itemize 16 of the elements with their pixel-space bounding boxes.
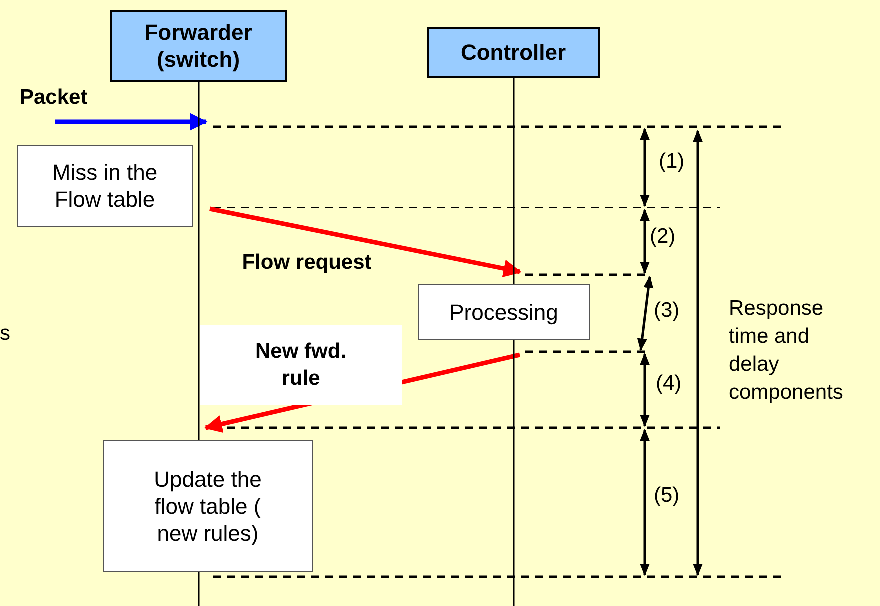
arrow: [210, 206, 522, 278]
dimension-label: (3): [654, 299, 680, 323]
lifeline-header-box: Forwarder (switch): [110, 10, 287, 82]
arrow: [55, 113, 208, 131]
partial-text: s: [0, 322, 10, 346]
edge-label: New fwd. rule: [200, 325, 402, 405]
annotation-text: Response time and delay components: [729, 296, 844, 406]
dimension-label: (2): [650, 225, 676, 249]
packet-label: Packet: [20, 86, 106, 128]
process-box: Update the flow table ( new rules): [103, 440, 313, 572]
dimension-label: (5): [654, 484, 680, 508]
dimension-label: (1): [659, 150, 685, 174]
process-box: Miss in the Flow table: [17, 145, 193, 227]
dimension-label: (4): [656, 372, 682, 396]
edge-label: Flow request: [241, 250, 373, 276]
lifeline-header-box: Controller: [427, 27, 600, 78]
